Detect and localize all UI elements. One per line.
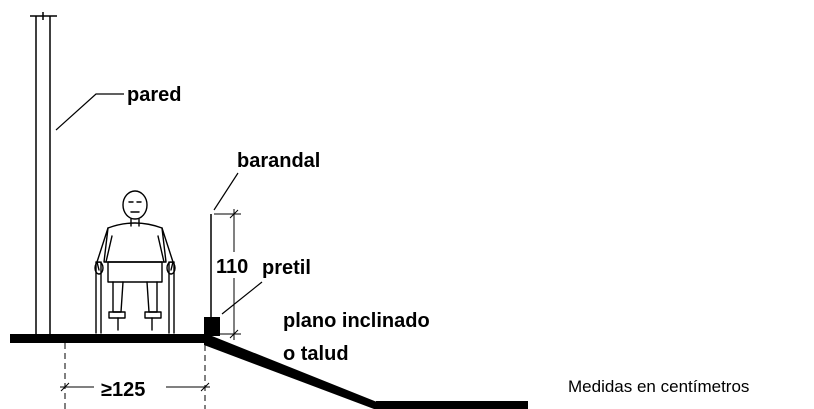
railing-label: barandal [237, 150, 320, 172]
wheelchair-user-icon [94, 190, 176, 334]
parapet-label: pretil [262, 257, 311, 279]
slope-label-line2: o talud [283, 343, 349, 365]
height-dimension-value: 110 [216, 256, 248, 278]
wall-label: pared [127, 84, 181, 106]
parapet-leader-line [221, 281, 263, 315]
width-dimension-value: ≥125 [101, 379, 145, 401]
slope-label-line1: plano inclinado [283, 310, 430, 332]
floor-slab [10, 334, 208, 343]
wall [30, 12, 57, 335]
wall-leader-line [55, 93, 124, 131]
slope-surface [204, 334, 382, 409]
parapet-block [204, 317, 220, 336]
units-note: Medidas en centímetros [568, 377, 749, 396]
railing-leader-line [213, 172, 239, 211]
lower-ground [376, 401, 528, 409]
